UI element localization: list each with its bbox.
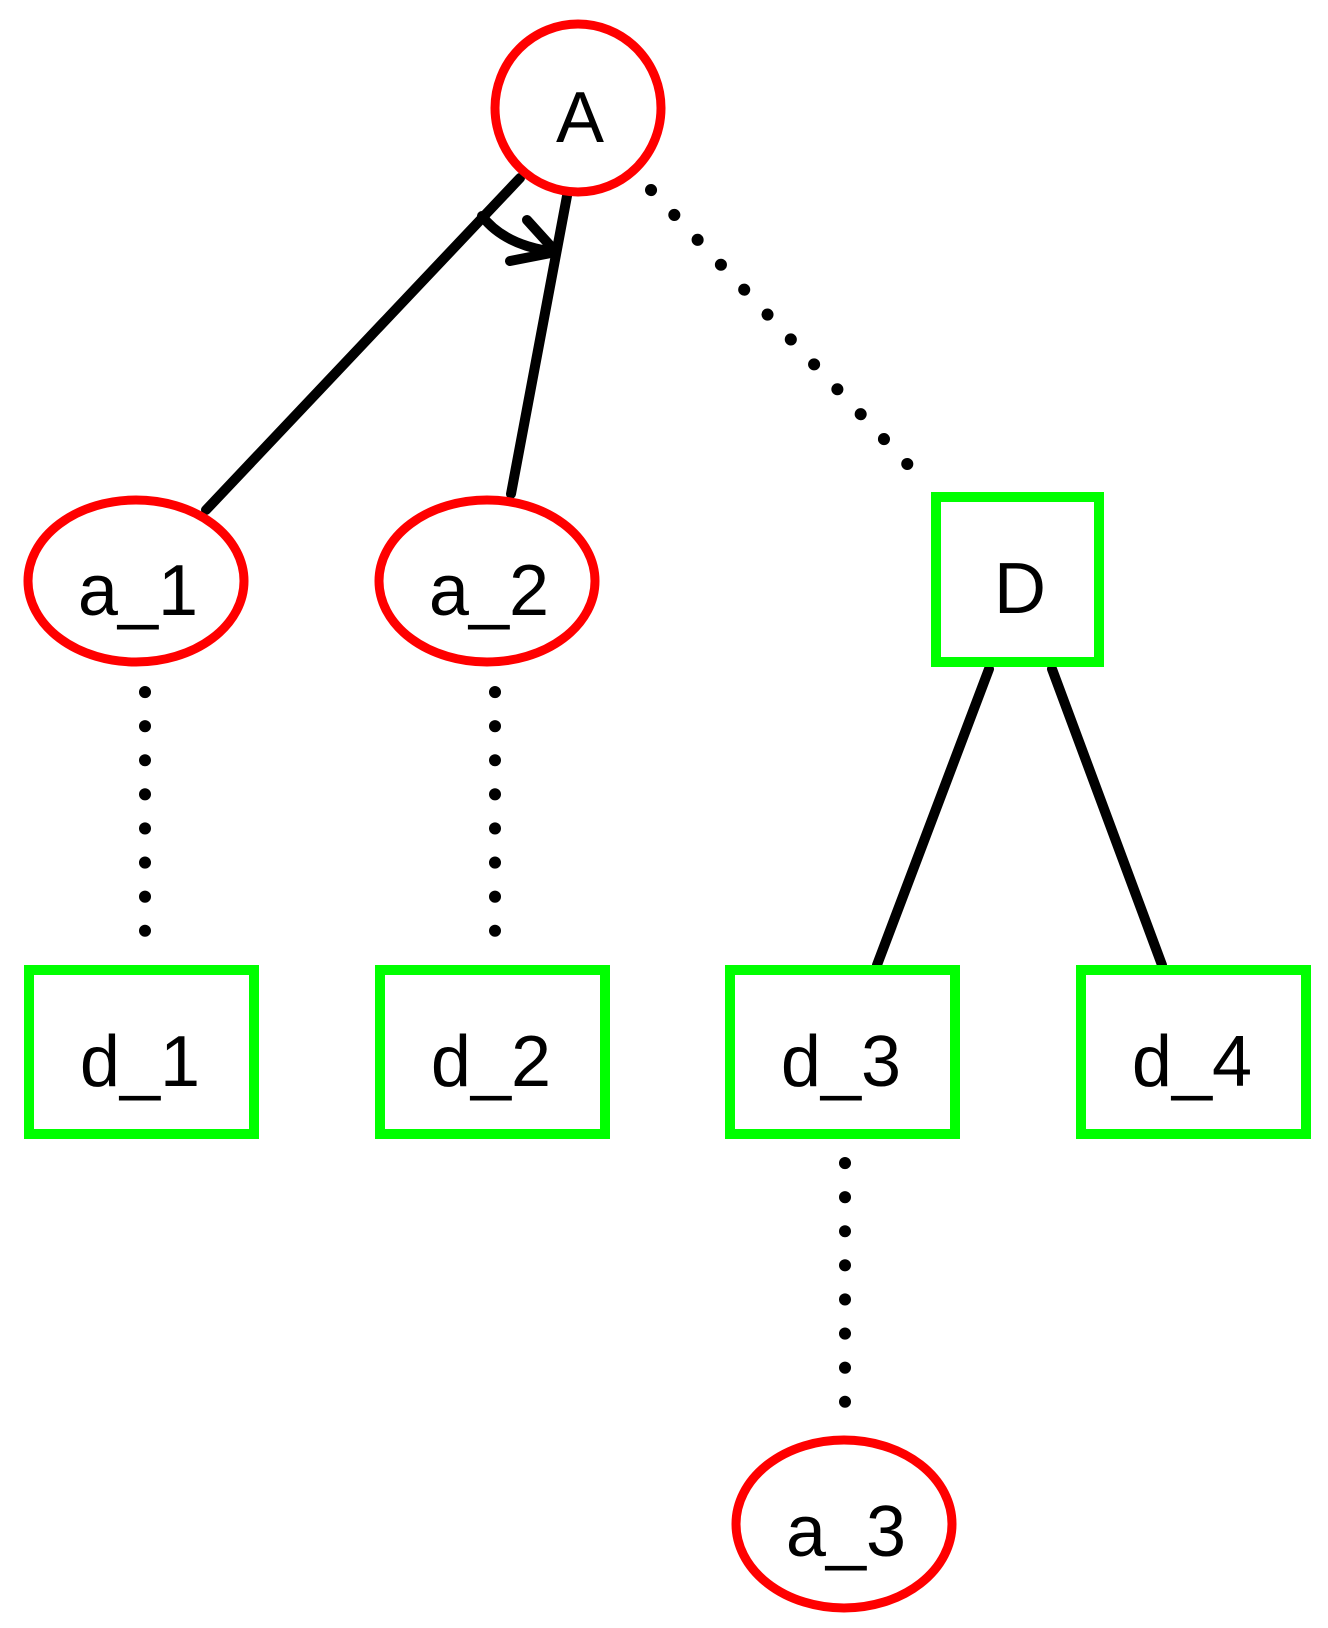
node-a_3-label: a_3	[786, 1492, 906, 1572]
node-a_1-label: a_1	[78, 551, 198, 631]
node-d_1-label: d_1	[80, 1022, 200, 1102]
node-a_1: a_1	[23, 495, 249, 667]
node-d_3-label: d_3	[781, 1022, 901, 1102]
node-d_4-shape	[1076, 965, 1311, 1139]
node-d_2-shape	[375, 965, 610, 1139]
node-a_2-shape	[374, 495, 600, 667]
node-A-label: A	[556, 78, 604, 158]
edge-D-d_3	[872, 664, 994, 970]
node-D-label: D	[994, 549, 1046, 629]
node-d_4: d_4	[1076, 965, 1311, 1139]
edge-D-d_4	[1047, 664, 1167, 970]
node-d_1-shape	[24, 965, 259, 1139]
node-a_2: a_2	[374, 495, 600, 667]
and-arc-marker	[477, 211, 561, 266]
node-a_3: a_3	[731, 1435, 957, 1613]
node-d_4-label: d_4	[1132, 1022, 1252, 1102]
node-A-shape	[490, 19, 666, 197]
edge-A-a_1	[201, 173, 525, 515]
node-d_2-label: d_2	[431, 1022, 551, 1102]
node-d_3-shape	[725, 965, 960, 1139]
edges	[139, 173, 1167, 1424]
node-D: D	[931, 492, 1104, 667]
edge-A-D	[645, 184, 932, 490]
node-a_3-shape	[731, 1435, 957, 1613]
node-a_2-label: a_2	[429, 551, 549, 631]
edge-A-a_2	[506, 191, 572, 499]
node-a_1-shape	[23, 495, 249, 667]
node-d_1: d_1	[24, 965, 259, 1139]
node-d_3: d_3	[725, 965, 960, 1139]
node-D-shape	[931, 492, 1104, 667]
node-d_2: d_2	[375, 965, 610, 1139]
node-A: A	[490, 19, 666, 197]
